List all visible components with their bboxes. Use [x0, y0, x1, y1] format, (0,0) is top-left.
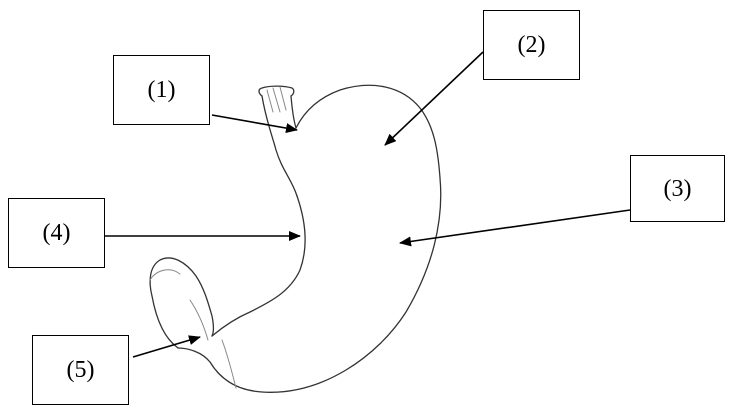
label-box-1: (1) — [113, 55, 210, 125]
arrows — [105, 51, 631, 358]
pylorus-fold — [189, 299, 209, 341]
esophagus-right-wall — [290, 95, 297, 129]
esophagus — [258, 85, 295, 97]
label-box-5: (5) — [32, 335, 129, 405]
esophagus-fold-1 — [266, 89, 274, 113]
label-box-4: (4) — [8, 198, 105, 268]
label-4-text: (4) — [42, 220, 71, 246]
arrow-3 — [399, 209, 631, 247]
pyloric-sphincter-shade — [221, 339, 237, 389]
esophagus-left-wall — [261, 95, 298, 197]
pylorus-outline — [149, 257, 215, 349]
esophagus-fold-3 — [279, 86, 287, 111]
label-5-text: (5) — [66, 357, 95, 383]
pylorus-end-cap — [149, 269, 181, 281]
arrow-1 — [211, 114, 298, 134]
label-1-text: (1) — [147, 77, 176, 103]
arrow-2 — [384, 51, 484, 146]
label-box-3: (3) — [630, 155, 725, 222]
lesser-curvature — [211, 195, 306, 337]
stomach-outline — [177, 84, 442, 393]
label-3-text: (3) — [663, 175, 692, 202]
label-2-text: (2) — [517, 32, 546, 58]
arrow-5 — [132, 335, 201, 358]
esophagus-fold-2 — [272, 87, 281, 113]
stomach-illustration — [149, 84, 442, 393]
label-box-2: (2) — [483, 10, 580, 80]
